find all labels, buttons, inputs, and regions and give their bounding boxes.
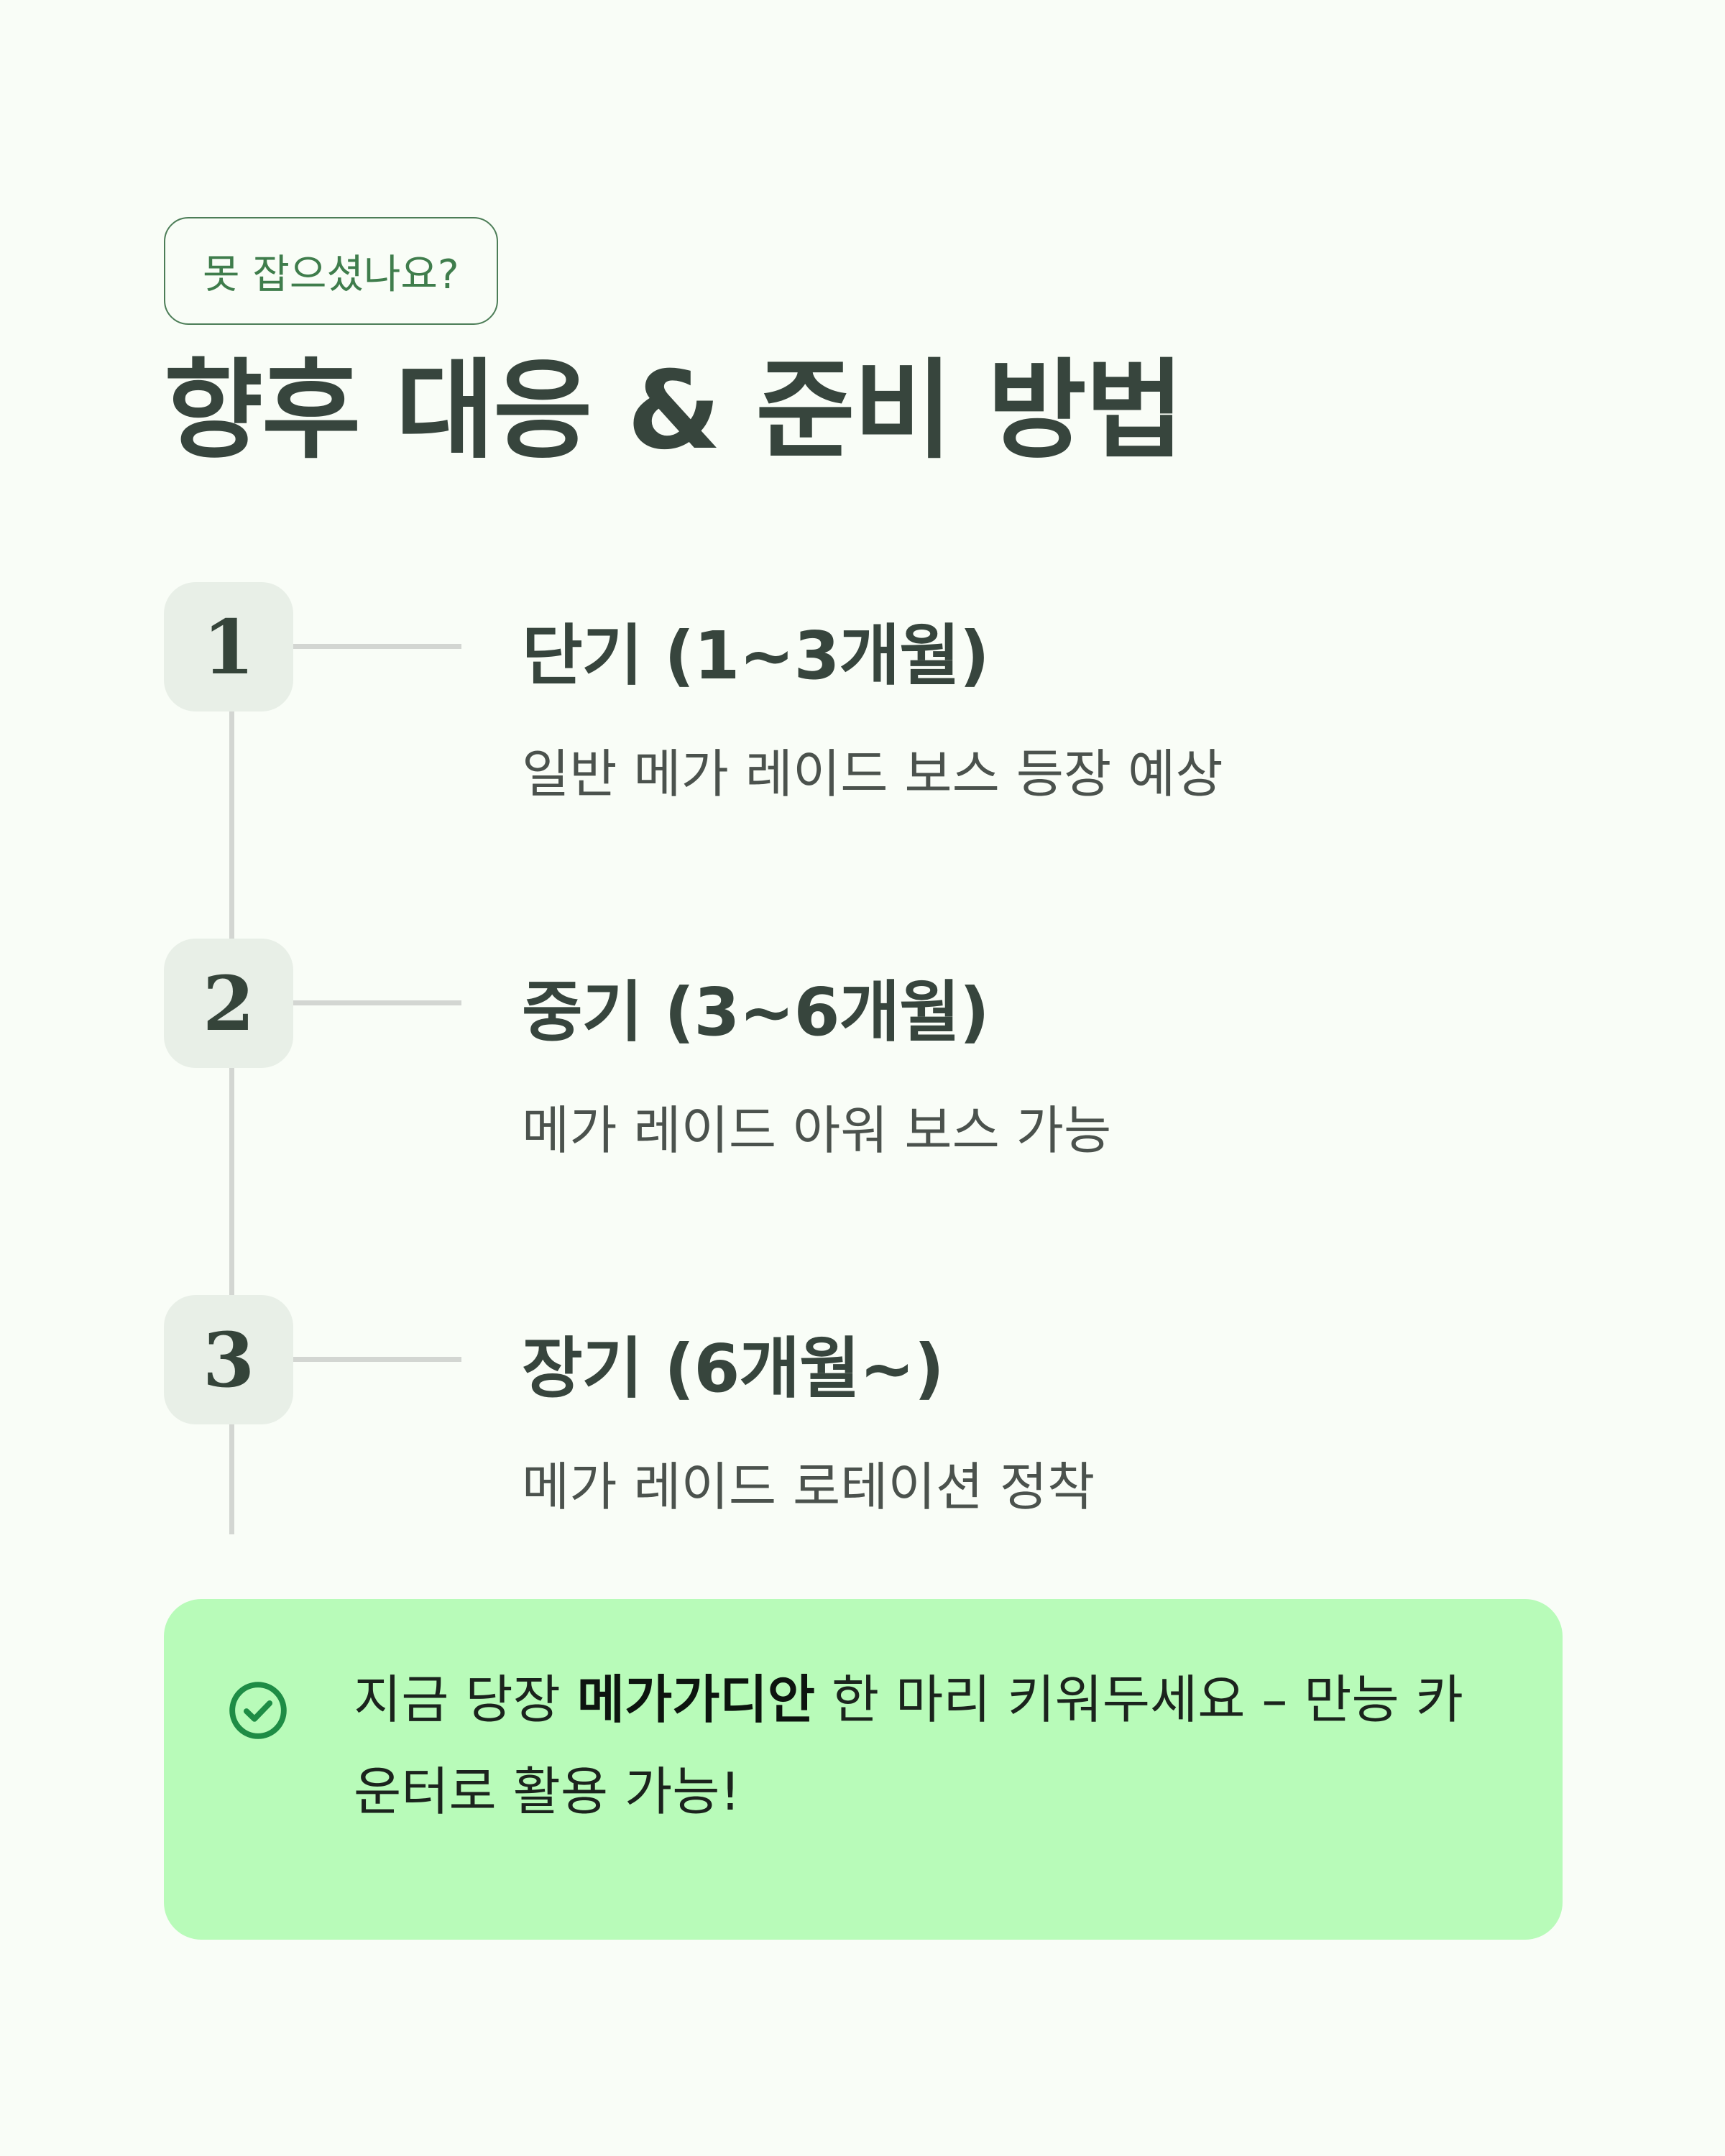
step-connector-2 bbox=[293, 1000, 461, 1005]
badge-label: 못 잡으셨나요? bbox=[203, 251, 459, 298]
step-title-3: 장기 (6개월~) bbox=[522, 1330, 944, 1407]
step-connector-3 bbox=[293, 1357, 461, 1362]
tip-text-highlight: 메가가디안 bbox=[576, 1669, 815, 1730]
tip-text-before: 지금 당장 bbox=[354, 1669, 577, 1730]
step-number-2: 2 bbox=[164, 939, 293, 1068]
tip-box: 지금 당장 메가가디안 한 마리 키워두세요 – 만능 카운터로 활용 가능! bbox=[164, 1599, 1563, 1940]
tip-text: 지금 당장 메가가디안 한 마리 키워두세요 – 만능 카운터로 활용 가능! bbox=[354, 1654, 1496, 1838]
step-title-2: 중기 (3~6개월) bbox=[522, 974, 990, 1051]
timeline-line bbox=[229, 690, 234, 1534]
step-title-1: 단기 (1~3개월) bbox=[522, 617, 990, 694]
step-description-3: 메가 레이드 로테이션 정착 bbox=[522, 1457, 1095, 1517]
step-connector-1 bbox=[293, 644, 461, 649]
step-number-3: 3 bbox=[164, 1295, 293, 1424]
step-description-1: 일반 메가 레이드 보스 등장 예상 bbox=[522, 744, 1223, 804]
step-description-2: 메가 레이드 아워 보스 가능 bbox=[522, 1100, 1112, 1161]
check-circle-icon bbox=[229, 1682, 287, 1739]
step-number-1: 1 bbox=[164, 582, 293, 711]
badge: 못 잡으셨나요? bbox=[164, 217, 498, 325]
page-title: 향후 대응 & 준비 방법 bbox=[164, 349, 1184, 474]
tip-text-after: 한 마리 키워두세요 – 만능 카운터로 활용 가능! bbox=[354, 1669, 1463, 1822]
